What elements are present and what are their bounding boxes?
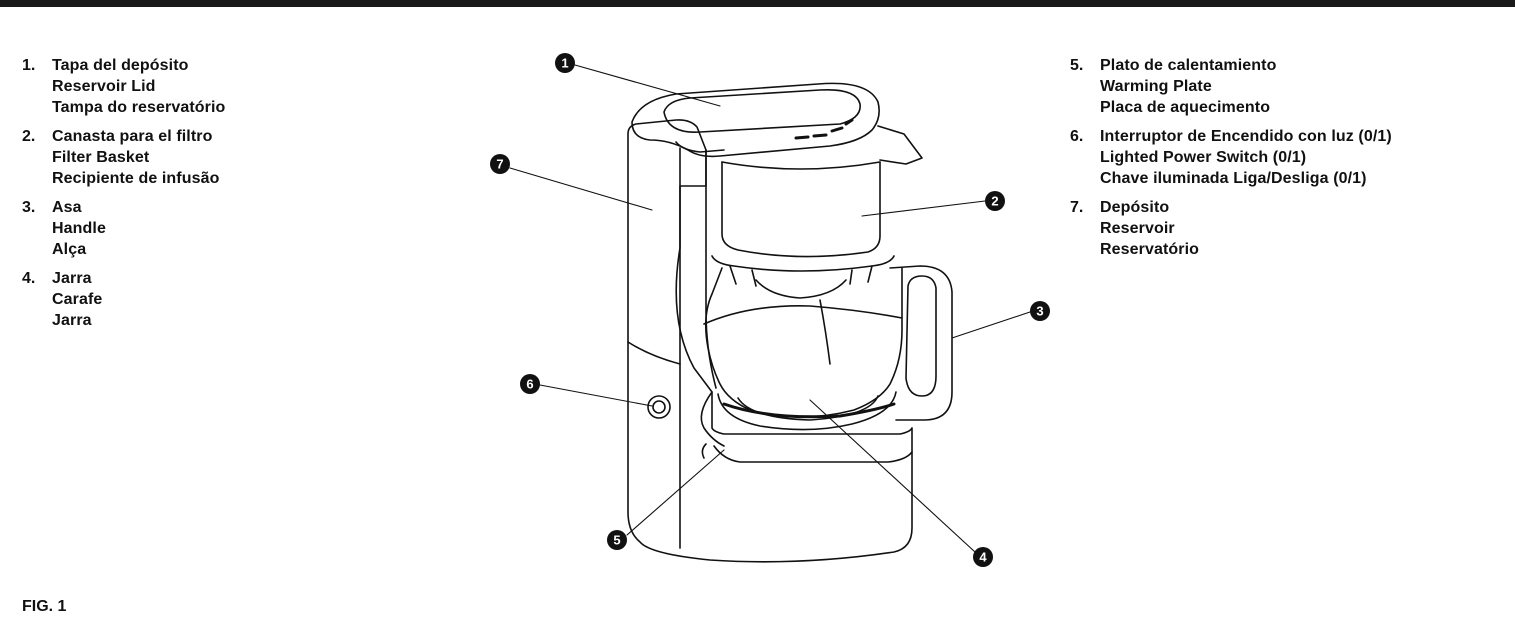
part-item-5: 5. Plato de calentamiento Warming Plate … [1070,55,1510,118]
part-name-english: Filter Basket [52,149,150,166]
housing-pillar-edge [705,149,717,389]
callout-number: 3 [1036,304,1043,319]
part-name-portuguese: Placa de aquecimento [1100,99,1271,116]
figure-caption: FIG. 1 [22,598,67,615]
part-name-english: Reservoir Lid [52,78,156,95]
base-ledge [713,445,913,463]
part-name-english: Handle [52,220,106,237]
part-name-portuguese: Recipiente de infusão [52,170,220,187]
part-name-english: Reservoir [1100,220,1175,237]
part-name-portuguese: Alça [52,241,87,258]
part-name-spanish: Canasta para el filtro [52,128,213,145]
leader-line-7 [509,167,653,211]
part-name-portuguese: Chave iluminada Liga/Desliga (0/1) [1100,170,1367,187]
part-number: 2. [22,128,36,145]
part-name-english: Warming Plate [1100,78,1212,95]
callout-number: 2 [991,194,998,209]
power-switch-inner [652,400,666,414]
part-name-spanish: Jarra [52,270,92,287]
callout-3: 3 [1030,301,1050,321]
power-switch-outer [647,395,671,419]
callout-number: 7 [496,157,503,172]
filter-basket-rim [721,161,881,170]
filter-basket-cone [755,279,847,299]
part-number: 7. [1070,199,1084,216]
callout-number: 6 [526,377,533,392]
top-rule [0,0,1515,7]
carafe-rim-band [722,402,896,419]
part-item-1: 1. Tapa del depósito Reservoir Lid Tampa… [22,55,362,118]
carafe-base-inner [737,395,879,421]
filter-basket-ring [711,255,895,272]
part-name-spanish: Asa [52,199,82,216]
housing-band-right [700,391,725,447]
part-number: 4. [22,270,36,287]
callout-number: 4 [979,550,987,565]
lid-top-window [663,88,861,133]
lid-indicator-dash-2 [812,133,828,138]
leader-line-6 [539,384,653,407]
part-item-6: 6. Interruptor de Encendido con luz (0/1… [1070,126,1510,189]
lid-indicator-dash-4 [844,118,854,126]
callout-number: 5 [613,533,620,548]
part-number: 3. [22,199,36,216]
part-name-spanish: Plato de calentamiento [1100,57,1277,74]
callout-6: 6 [520,374,540,394]
filter-basket-fins [729,265,873,287]
leader-line-2 [861,200,986,217]
callout-1: 1 [555,53,575,73]
part-item-3: 3. Asa Handle Alça [22,197,362,260]
lid-indicator-dash-3 [830,126,844,133]
part-name-english: Carafe [52,291,103,308]
lid-tab [877,125,923,165]
callout-2: 2 [985,191,1005,211]
lid-lip [675,141,725,153]
callout-5: 5 [607,530,627,550]
part-name-spanish: Tapa del depósito [52,57,189,74]
part-item-4: 4. Jarra Carafe Jarra [22,268,362,331]
leader-line-5 [626,449,725,536]
leader-line-3 [951,311,1031,339]
part-item-7: 7. Depósito Reservoir Reservatório [1070,197,1510,260]
part-name-portuguese: Tampa do reservatório [52,99,226,116]
carafe-body [704,267,903,418]
carafe-liquid-line [703,305,903,325]
callout-7: 7 [490,154,510,174]
part-name-english: Lighted Power Switch (0/1) [1100,149,1307,166]
leader-line-1 [574,64,721,107]
carafe-handle-inner [905,275,937,397]
part-name-spanish: Interruptor de Encendido con luz (0/1) [1100,128,1392,145]
part-name-portuguese: Jarra [52,312,92,329]
carafe-spout-tube [819,299,831,365]
parts-list-right: 5. Plato de calentamiento Warming Plate … [1070,55,1510,268]
leader-line-4 [809,399,976,553]
part-item-2: 2. Canasta para el filtro Filter Basket … [22,126,362,189]
carafe-base-outer [717,391,897,431]
parts-list-left: 1. Tapa del depósito Reservoir Lid Tampa… [22,55,362,339]
callout-4: 4 [973,547,993,567]
part-number: 6. [1070,128,1084,145]
filter-basket [721,161,881,258]
housing-body [627,119,913,563]
part-name-spanish: Depósito [1100,199,1170,216]
carafe-handle-outer [889,265,953,421]
lid-indicator-dash-1 [794,135,810,140]
part-number: 5. [1070,57,1084,74]
housing-band-left [627,341,681,365]
reservoir-lid [631,82,880,158]
part-name-portuguese: Reservatório [1100,241,1200,258]
part-number: 1. [22,57,36,74]
base-curve [701,443,707,459]
callout-number: 1 [561,56,568,71]
